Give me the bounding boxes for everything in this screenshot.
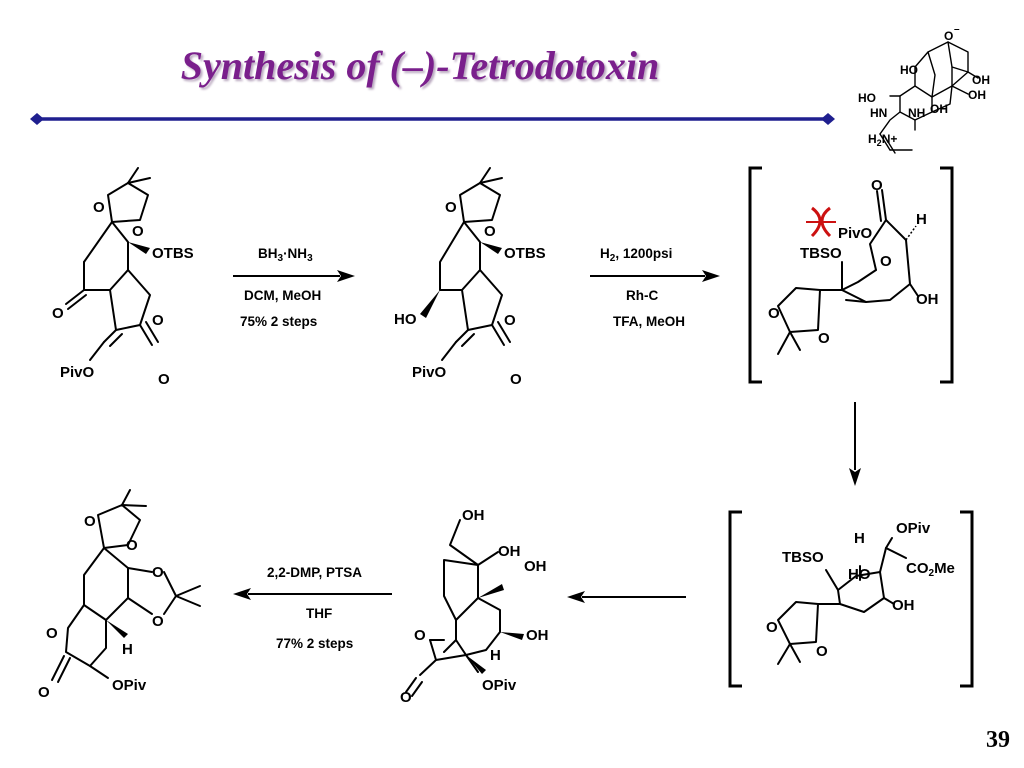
structure-3: OH OH OH O H OH O OPiv <box>400 507 549 706</box>
s3-h: H <box>490 647 501 664</box>
s1-o1: O <box>93 199 105 216</box>
s2-o1: O <box>445 199 457 216</box>
i1-dioxolane-o2: O <box>818 330 830 347</box>
step-1-reagent-2: DCM, MeOH <box>244 288 321 303</box>
tetrodotoxin-h2n: H2N+ <box>868 132 897 148</box>
i1-tbso: TBSO <box>800 245 842 262</box>
i2-tbso: TBSO <box>782 549 824 566</box>
i1-oh: OH <box>916 291 939 308</box>
i2-oh: OH <box>892 597 915 614</box>
s4-o3: O <box>152 564 164 581</box>
reaction-arrow-1: BH3·NH3 DCM, MeOH 75% 2 steps <box>233 246 355 329</box>
reaction-arrow-4 <box>567 591 686 603</box>
s1-lactone-o: O <box>152 312 164 329</box>
s3-carbonyl-o: O <box>400 689 412 706</box>
i2-opiv: OPiv <box>896 520 931 537</box>
tetrodotoxin-charge: – <box>954 24 960 35</box>
structure-2: O O OTBS HO O PivO O <box>394 167 546 388</box>
intermediate-1: O PivO H TBSO O OH O O <box>748 166 954 384</box>
i1-carbonyl-o: O <box>871 177 883 194</box>
title-rule <box>30 113 835 125</box>
s4-lactone-o: O <box>46 625 58 642</box>
s4-carbonyl-o: O <box>38 684 50 701</box>
s4-o2: O <box>126 537 138 554</box>
i2-dioxolane-o1: O <box>766 619 778 636</box>
s3-oh-2: OH <box>524 558 547 575</box>
i2-ester: CO2Me <box>906 560 955 579</box>
step-2-reagent-1: H2, 1200psi <box>600 246 672 264</box>
tetrodotoxin-nh: NH <box>908 106 925 120</box>
s3-opiv: OPiv <box>482 677 517 694</box>
i1-ring-o: O <box>880 253 892 270</box>
s3-oh-1: OH <box>498 543 521 560</box>
step-2-reagent-2: Rh-C <box>626 288 658 303</box>
reaction-arrow-5: 2,2-DMP, PTSA THF 77% 2 steps <box>233 565 392 651</box>
intermediate-2: H OPiv TBSO HO CO2Me OH O O <box>728 510 974 688</box>
step-1-yield: 75% 2 steps <box>240 314 317 329</box>
s2-lactone-o: O <box>504 312 516 329</box>
structure-1: O O OTBS O O PivO O <box>52 167 194 388</box>
s1-otbs: OTBS <box>152 245 194 262</box>
tetrodotoxin-oh-2: OH <box>968 88 986 102</box>
s4-h: H <box>122 641 133 658</box>
tetrodotoxin-o-minus: O <box>944 29 953 43</box>
steric-clash-icon <box>806 206 836 238</box>
s3-oh-3: OH <box>526 627 549 644</box>
s2-o2: O <box>484 223 496 240</box>
s2-pivo: PivO <box>412 364 447 381</box>
step-1-reagent-1: BH3·NH3 <box>258 246 313 264</box>
tetrodotoxin-ho-1: HO <box>900 63 918 77</box>
s2-carbonyl-o: O <box>510 371 522 388</box>
i2-dioxolane-o2: O <box>816 643 828 660</box>
step-4-reagent-1: 2,2-DMP, PTSA <box>267 565 362 580</box>
s1-o2: O <box>132 223 144 240</box>
s3-oh-top: OH <box>462 507 485 524</box>
i1-dioxolane-o1: O <box>768 305 780 322</box>
s2-otbs: OTBS <box>504 245 546 262</box>
s3-lactone-o: O <box>414 627 426 644</box>
tetrodotoxin-hn: HN <box>870 106 887 120</box>
tetrodotoxin-structure: O – HO OH HO OH HN NH OH H2N+ <box>858 24 990 154</box>
s4-o4: O <box>152 613 164 630</box>
step-4-reagent-2: THF <box>306 606 332 621</box>
i1-pivo: PivO <box>838 225 873 242</box>
step-2-reagent-3: TFA, MeOH <box>613 314 685 329</box>
tetrodotoxin-ho-2: HO <box>858 91 876 105</box>
i1-h: H <box>916 211 927 228</box>
step-4-yield: 77% 2 steps <box>276 636 353 651</box>
s2-ho: HO <box>394 311 417 328</box>
s1-carbonyl-o: O <box>158 371 170 388</box>
s1-pivo: PivO <box>60 364 95 381</box>
s4-opiv: OPiv <box>112 677 147 694</box>
i2-h: H <box>854 530 865 547</box>
tetrodotoxin-oh-1: OH <box>972 73 990 87</box>
i2-ho: HO <box>848 566 871 583</box>
slide-title: Synthesis of (–)-Tetrodotoxin <box>180 43 660 88</box>
reaction-arrow-2: H2, 1200psi Rh-C TFA, MeOH <box>590 246 720 329</box>
page-number: 39 <box>986 727 1010 753</box>
s1-ketone-o: O <box>52 305 64 322</box>
reaction-arrow-3 <box>849 402 861 486</box>
structure-4: O O O O O H O OPiv <box>38 489 201 701</box>
tetrodotoxin-oh-3: OH <box>930 102 948 116</box>
s4-o1: O <box>84 513 96 530</box>
